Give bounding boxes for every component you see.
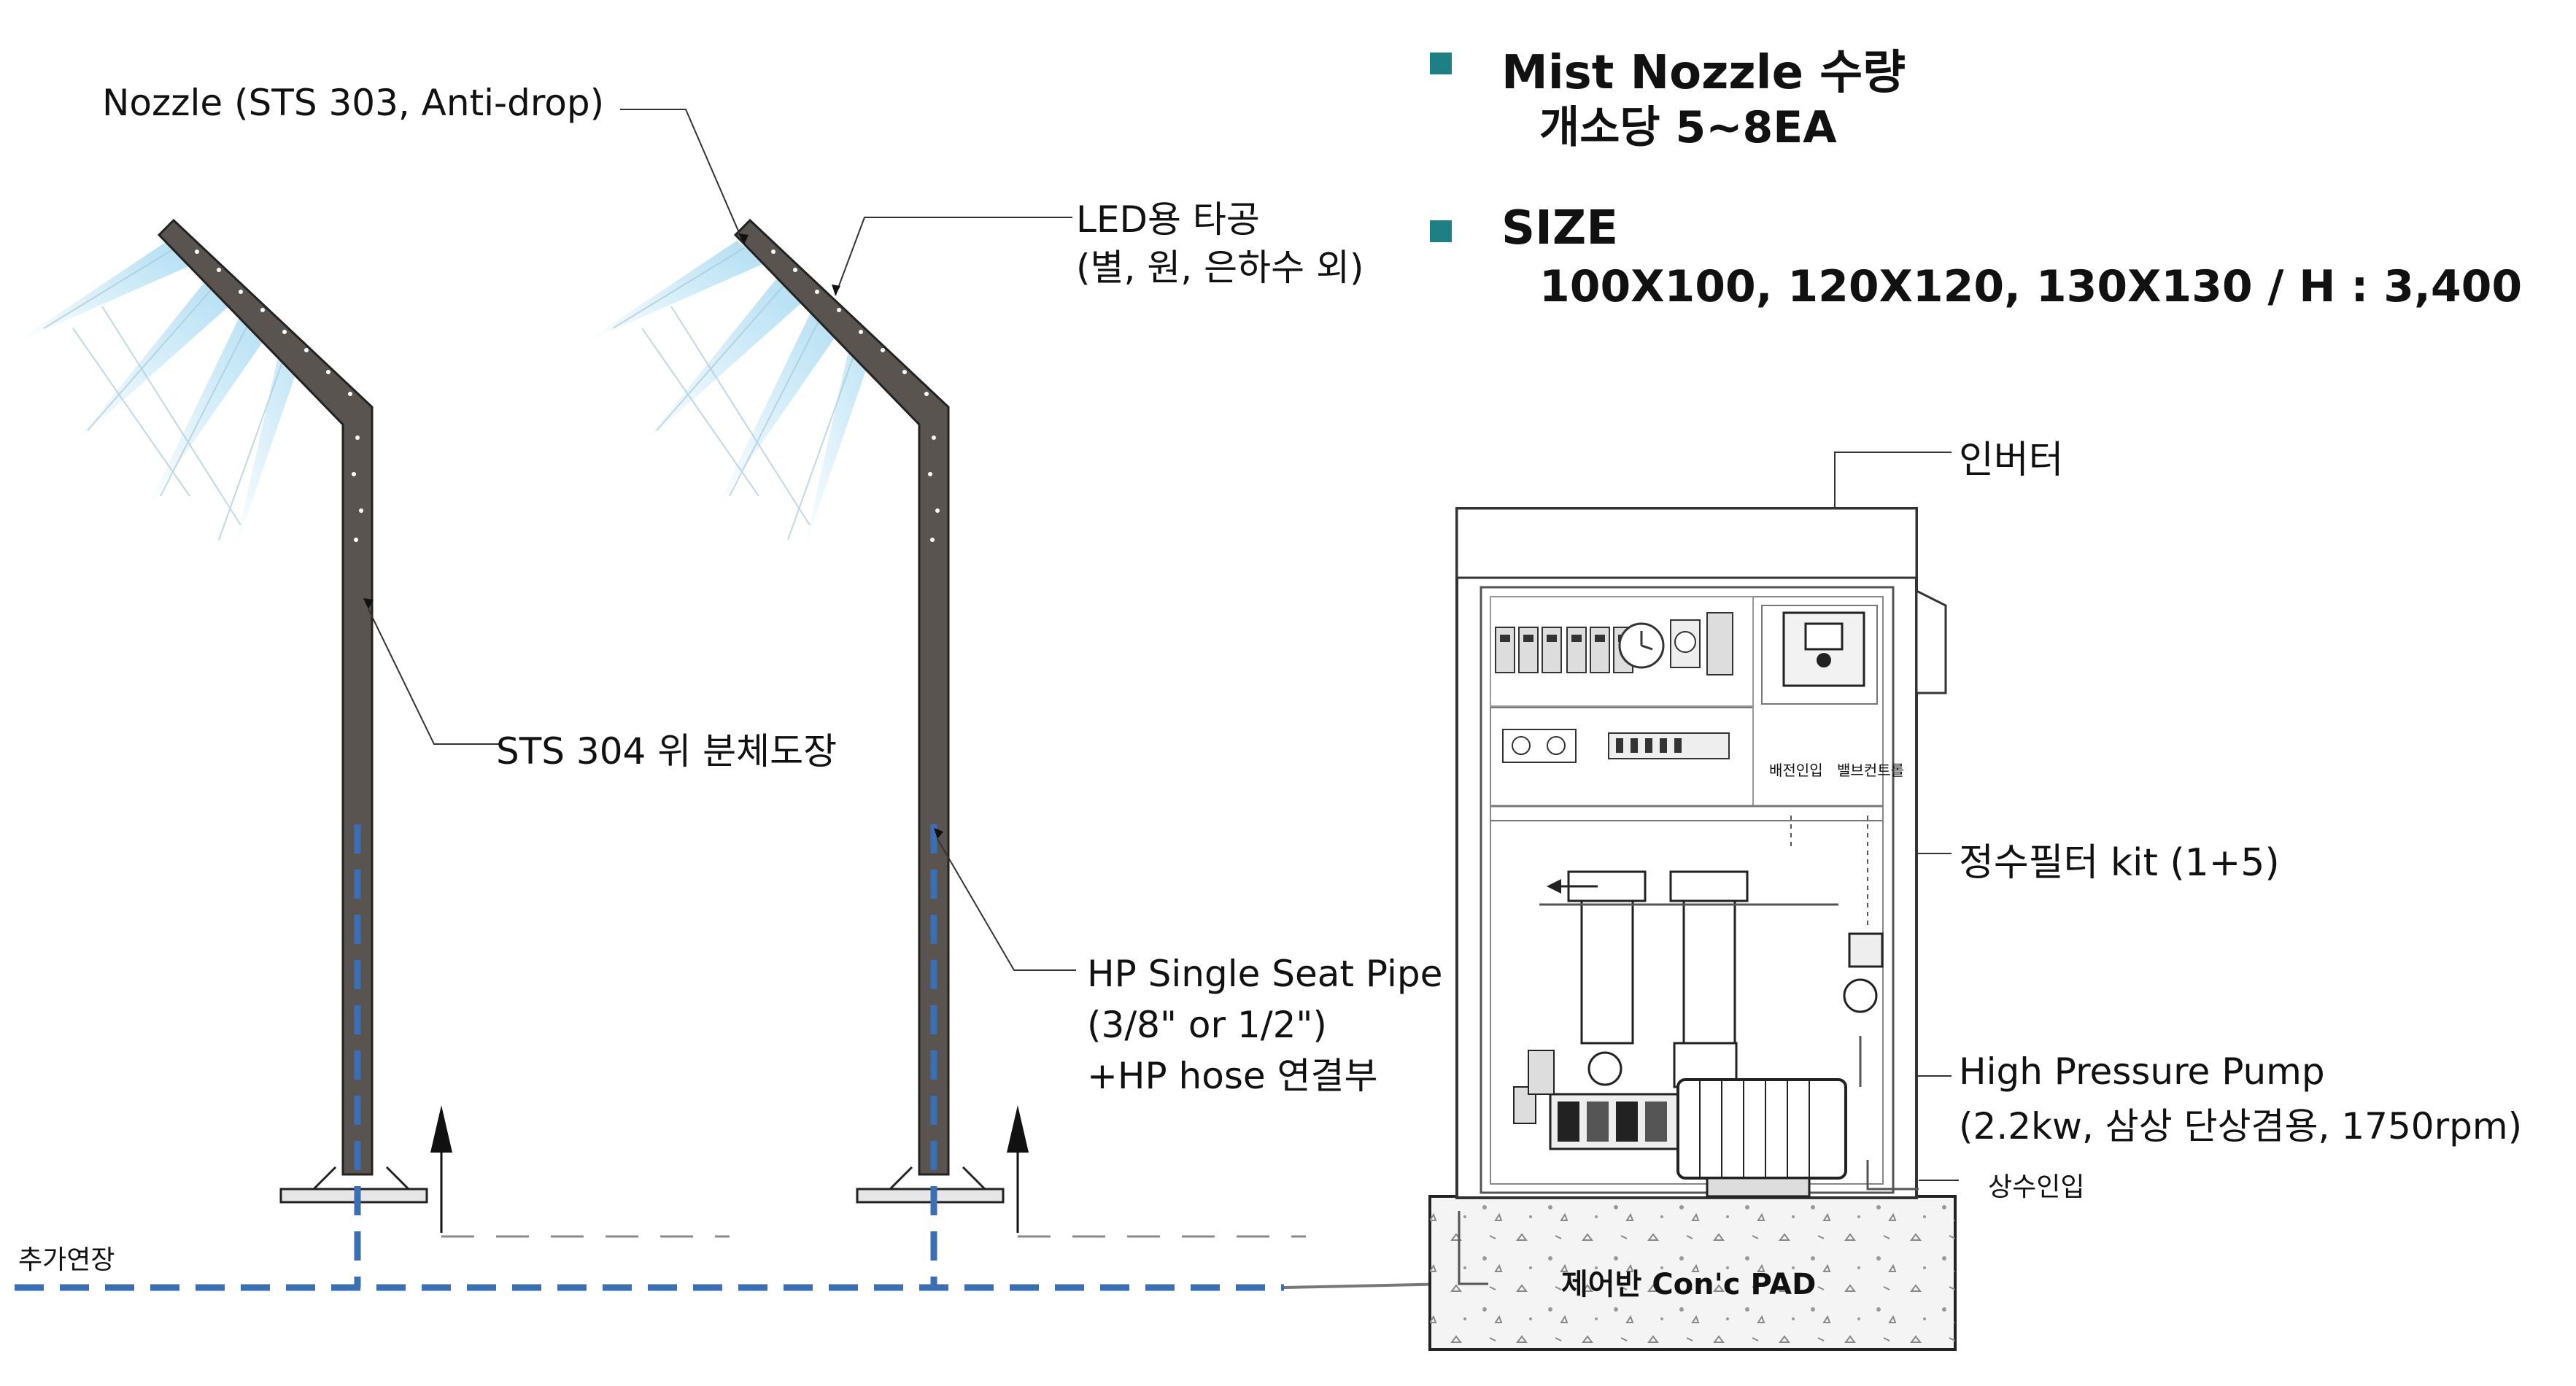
mist-pole-left xyxy=(157,218,428,1204)
extension-arrow-left-icon xyxy=(430,1105,730,1238)
led-label: LED용 타공 (별, 원, 은하수 외) xyxy=(1076,195,1364,292)
mist-spray-left xyxy=(15,241,306,554)
mist-spray-right xyxy=(584,241,875,554)
extension-arrow-right-icon xyxy=(1007,1105,1306,1238)
pump-label-line2: (2.2kw, 삼상 단상겸용, 1750rpm) xyxy=(1959,1105,2523,1147)
paint-label: STS 304 위 분체도장 xyxy=(496,730,838,773)
panel-feed-line xyxy=(1458,1211,1488,1285)
water-inlet-label: 상수인입 xyxy=(1988,1172,2085,1202)
nozzle-count-bullet-icon xyxy=(1430,53,1452,74)
size-bullet-icon xyxy=(1430,220,1452,242)
size-title: SIZE xyxy=(1501,201,1619,255)
high-pressure-pump xyxy=(1513,1050,1847,1198)
filter-label: 정수필터 kit (1+5) xyxy=(1959,841,2280,885)
pipe-label: HP Single Seat Pipe (3/8" or 1/2") +HP h… xyxy=(1087,948,1442,1102)
nozzle-label: Nozzle (STS 303, Anti-drop) xyxy=(102,82,605,124)
hose-to-panel xyxy=(1283,1282,1453,1289)
pressure-gauge-icon xyxy=(1587,1051,1622,1086)
concrete-pad xyxy=(1428,1195,1957,1351)
pipe-label-line1: HP Single Seat Pipe xyxy=(1087,953,1443,995)
control-panel xyxy=(1455,507,1947,1199)
pump-label-line1: High Pressure Pump xyxy=(1959,1050,2325,1093)
pump-label: High Pressure Pump (2.2kw, 삼상 단상겸용, 1750… xyxy=(1959,1045,2522,1154)
led-label-line2: (별, 원, 은하수 외) xyxy=(1076,247,1364,289)
extension-label: 추가연장 xyxy=(18,1245,115,1275)
pad-label: 제어반 Con'c PAD xyxy=(1561,1268,1817,1301)
nozzle-count-value: 개소당 5~8EA xyxy=(1539,102,1837,153)
pipe-label-line3: +HP hose 연결부 xyxy=(1087,1055,1378,1097)
valve-control-label: 밸브컨트롤 xyxy=(1837,762,1904,779)
water-filter-kit xyxy=(1567,870,1749,1088)
pipe-label-line2: (3/8" or 1/2") xyxy=(1087,1004,1327,1046)
nozzle-count-title: Mist Nozzle 수량 xyxy=(1501,46,1906,100)
power-inlet-label: 배전인입 xyxy=(1769,762,1823,779)
led-label-line1: LED용 타공 xyxy=(1076,198,1260,241)
mist-pole-right xyxy=(733,218,1005,1204)
size-value: 100X100, 120X120, 130X130 / H : 3,400 xyxy=(1539,261,2523,312)
inverter-label: 인버터 xyxy=(1959,438,2064,482)
hp-pipe-route xyxy=(15,824,1284,1291)
leader-arrowheads xyxy=(363,233,943,839)
